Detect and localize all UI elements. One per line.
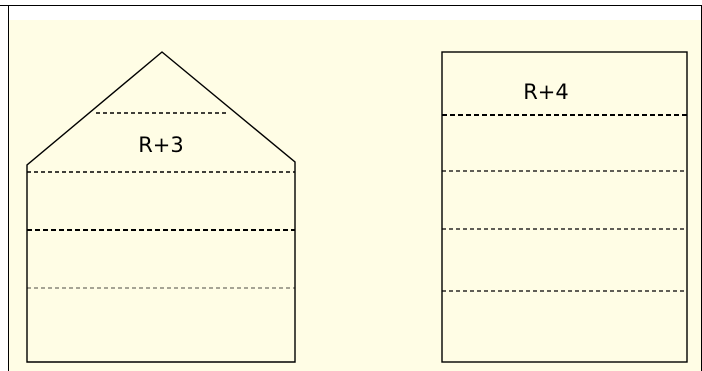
building-r3: R+3 [26,51,296,363]
building-r3-outline [26,51,296,363]
building-r4: R+4 [441,51,688,363]
building-r4-label: R+4 [523,80,569,104]
diagram-background [9,20,702,371]
building-r4-outline [441,51,688,363]
building-r3-label: R+3 [138,133,184,157]
